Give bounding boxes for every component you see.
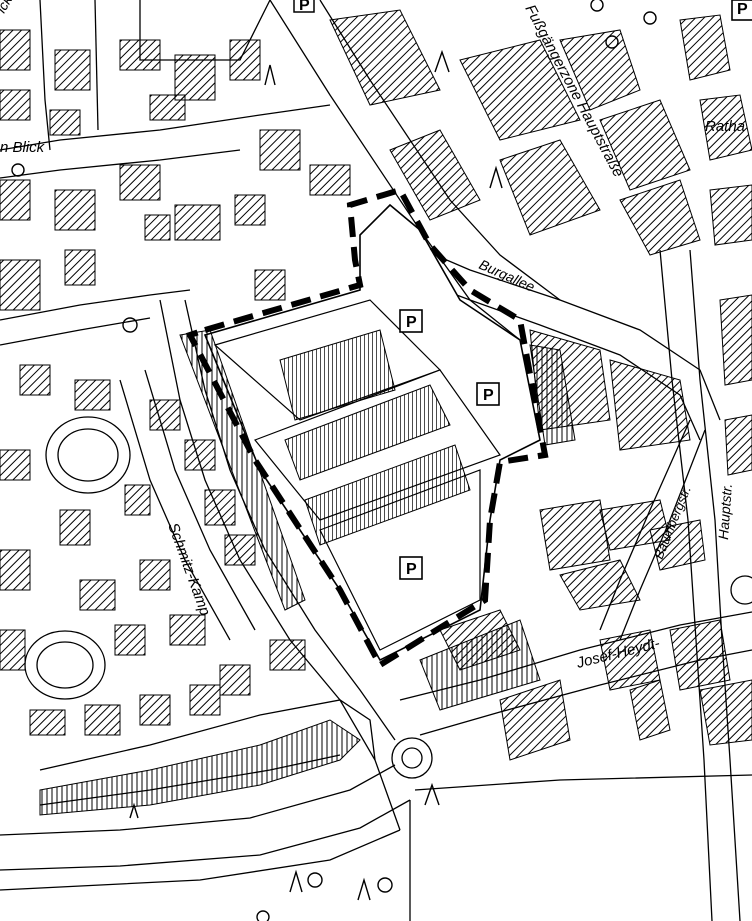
parking-p-right-edge: P	[731, 0, 752, 21]
parking-p-middle: P	[476, 382, 500, 406]
parking-p-top: P	[293, 0, 315, 14]
label-blick: n Blick	[0, 139, 46, 156]
parking-p-upper: P	[399, 309, 423, 333]
svg-text:P: P	[406, 561, 417, 578]
parking-symbols: P P P P P	[293, 0, 752, 580]
svg-text:P: P	[406, 314, 417, 331]
svg-text:P: P	[737, 1, 748, 18]
label-schmitz-kamp: Schmitz-Kamp	[164, 521, 213, 618]
label-top-left-fragment: ick	[0, 0, 16, 16]
svg-text:P: P	[483, 387, 494, 404]
buildings	[0, 9, 752, 761]
label-hauptstr: Hauptstr.	[715, 483, 735, 540]
parking-p-lower: P	[399, 556, 423, 580]
vegetation-symbols	[11, 0, 657, 921]
shopping-center	[39, 186, 576, 816]
label-rathaus: Ratha	[705, 118, 745, 135]
svg-text:P: P	[299, 0, 310, 14]
cul-de-sacs	[24, 416, 752, 779]
